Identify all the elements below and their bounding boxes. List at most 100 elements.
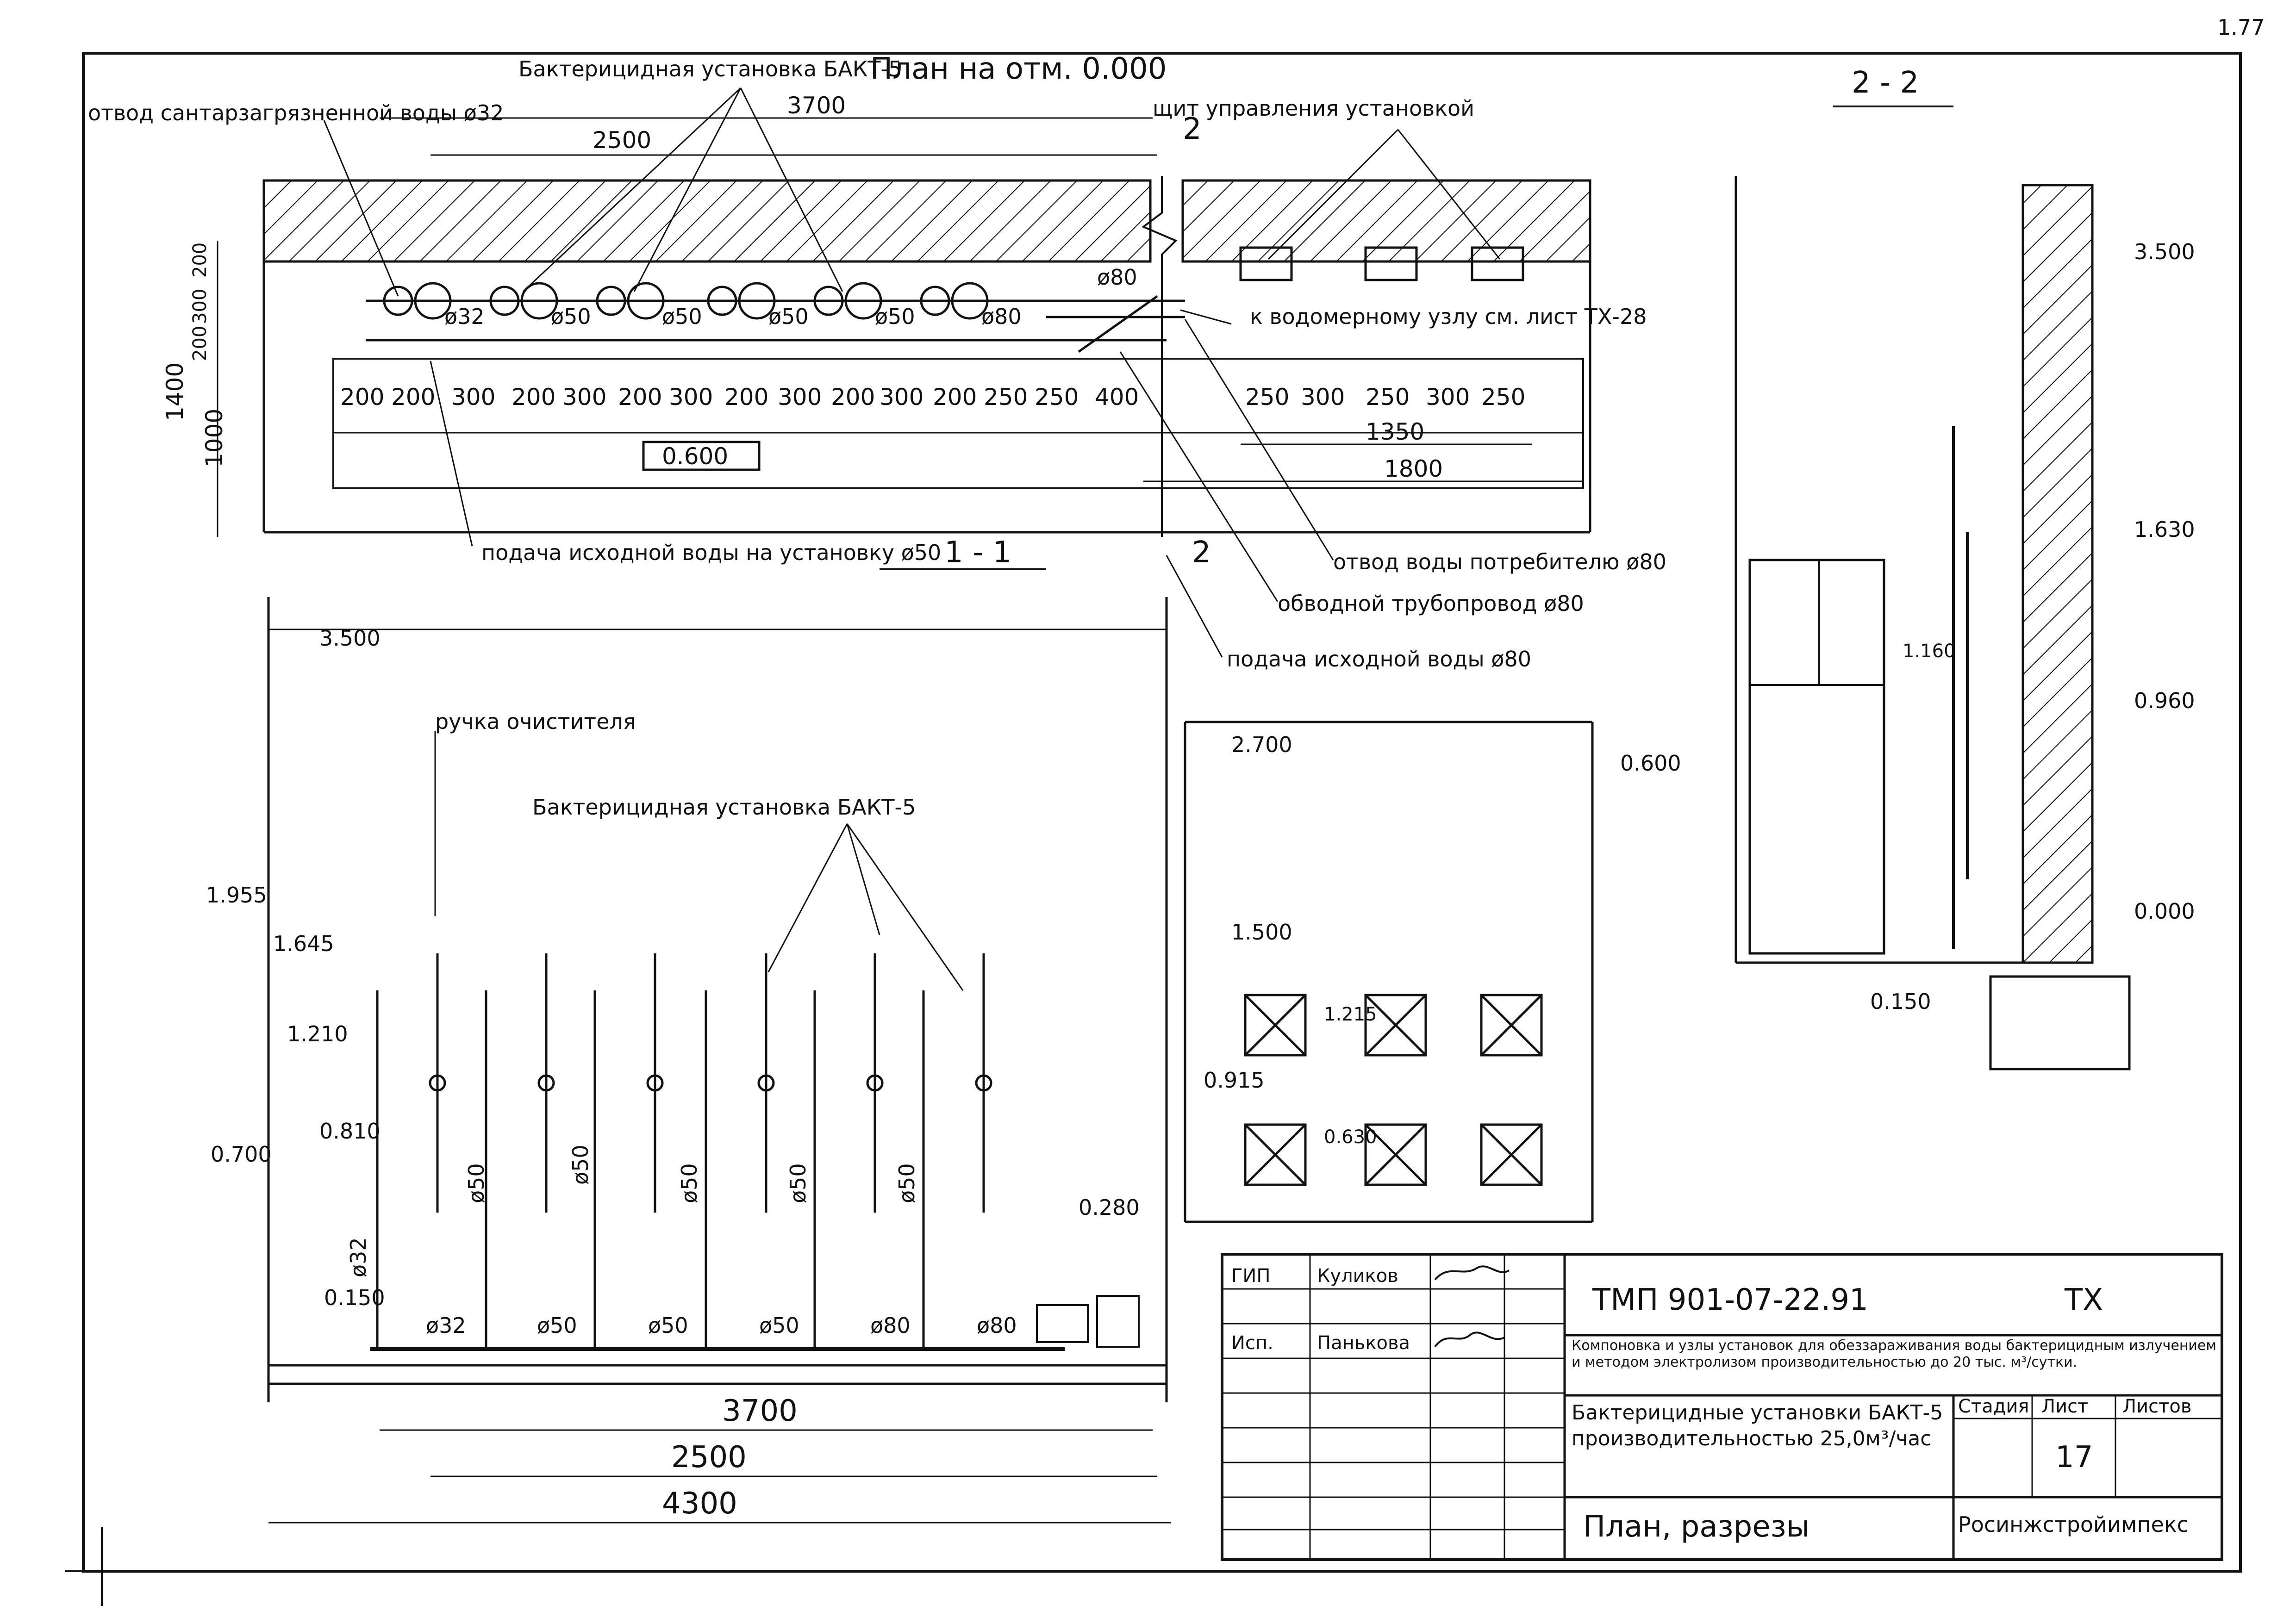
title-block-frame	[1221, 1253, 2223, 1561]
plan-pipe-label: ø50	[875, 304, 915, 329]
plan-dim-chain-value: 300	[1301, 384, 1345, 411]
leader-meter	[1180, 309, 1232, 325]
section-2-title: 2 - 2	[1852, 66, 1919, 100]
plan-dim-chain-value: 200	[340, 384, 384, 411]
leader-panel-2	[1397, 129, 1501, 260]
section1-pipe-vertical: ø50	[677, 1163, 702, 1203]
leader-panel-1	[1267, 129, 1399, 260]
plan-dim-chain-value: 250	[984, 384, 1028, 411]
section1-elevation: 3.500	[319, 626, 381, 651]
section1-pipe-vertical: ø50	[568, 1145, 593, 1185]
tb-code: ТМП 901-07-22.91	[1592, 1283, 1868, 1317]
section1-pipe-bottom: ø80	[977, 1313, 1017, 1338]
plan-pipe-label: ø50	[551, 304, 591, 329]
tb-subject: Бактерицидные установки БАКТ-5 производи…	[1572, 1401, 1943, 1450]
control-panel-1	[1239, 246, 1293, 281]
plan-dim-chain-value: 300	[669, 384, 713, 411]
section1-pipe-vertical: ø50	[786, 1163, 811, 1203]
plan-dim-chain-value: 200	[391, 384, 435, 411]
section1-pipe-bottom: ø50	[759, 1313, 799, 1338]
plan-dim-chain-value: 300	[880, 384, 923, 411]
plan-view: План на отм. 0.000	[88, 52, 1666, 672]
plan-pipe-label: ø50	[768, 304, 809, 329]
section1-elevation: 1.210	[287, 1021, 348, 1046]
leader-unit-section-3	[846, 823, 964, 991]
leader-bypass	[1119, 351, 1279, 602]
label-unit-section: Бактерицидная установка БАКТ-5	[532, 795, 916, 820]
tb-organization: Росинжстройимпекс	[1958, 1512, 2189, 1537]
plan-unit-modules	[383, 282, 989, 320]
wall-elevation: 2.700	[1231, 732, 1292, 757]
leader-unit-1	[633, 87, 742, 292]
section-1-view: ручка очистителя Бактерицидная установка…	[206, 597, 1171, 1524]
plan-dim-chain-value: 200	[831, 384, 875, 411]
title-block: ГИП Исп. Куликов Панькова ТМП 901-07-22.…	[1221, 1253, 2223, 1561]
section1-pipe-vertical: ø50	[464, 1163, 489, 1203]
section1-dim-2500: 2500	[671, 1440, 747, 1475]
plan-title: План на отм. 0.000	[870, 52, 1167, 86]
plan-dim-chain-value: 300	[1426, 384, 1470, 411]
section2-elevation: 1.160	[1903, 641, 1956, 662]
sheet-frame	[82, 52, 2242, 1573]
plan-wall-right	[1181, 179, 1591, 263]
tb-sheet-number: 17	[2055, 1440, 2093, 1475]
plan-dim-chain-value: 400	[1095, 384, 1139, 411]
plan-dim-left-value: 200	[189, 243, 211, 278]
plan-dim-chain-value: 300	[562, 384, 606, 411]
plan-dim-2500: 2500	[593, 127, 651, 154]
plan-platform	[332, 358, 1584, 489]
section1-dim-3700: 3700	[722, 1394, 798, 1428]
tb-role: ГИП	[1231, 1265, 1270, 1287]
section1-elevation: 1.645	[273, 931, 334, 956]
leader-unit-3	[522, 87, 742, 292]
tb-col-stage: Стадия	[1958, 1396, 2029, 1417]
leader-consumer	[1184, 319, 1334, 560]
corner-number: 1.77	[2217, 15, 2265, 40]
plan-dim-chain-value: 250	[1245, 384, 1289, 411]
label-meter: к водомерному узлу см. лист ТХ-28	[1250, 304, 1647, 329]
section1-units	[376, 953, 992, 1349]
section1-floor	[267, 1364, 1168, 1385]
cut-marker-bottom: 2	[1192, 535, 1211, 570]
control-panel-3	[1471, 246, 1524, 281]
plan-pipe-label: ø50	[662, 304, 702, 329]
section1-elevation: 0.700	[211, 1142, 272, 1167]
section2-elevation: 1.630	[2134, 517, 2195, 542]
label-drain: отвод сантарзагрязненной воды ø32	[88, 100, 504, 125]
tb-name: Панькова	[1317, 1332, 1410, 1354]
plan-dim-left-value: 1000	[201, 409, 228, 467]
wall-elevation: 0.915	[1204, 1068, 1265, 1093]
wall-view: 2.700 1.500 1.215 0.915 0.630 0.600	[1184, 721, 1681, 1223]
plan-dim-chain-left: 200 200 300 200 300 200 300 200 300 200 …	[340, 384, 1139, 411]
leader-unit-section-1	[767, 823, 848, 972]
plan-elevation-box-value: 0.600	[662, 443, 728, 470]
wall-elevation: 1.500	[1231, 920, 1292, 945]
tb-name: Куликов	[1317, 1265, 1398, 1287]
label-consumer: отвод воды потребителю ø80	[1333, 549, 1666, 574]
section1-elevation: 0.810	[319, 1119, 381, 1144]
section2-elevation: 0.000	[2134, 899, 2195, 924]
section1-pipe-vertical: ø32	[346, 1237, 371, 1277]
plan-dim-chain-right: 250 300 250 300 250	[1245, 384, 1525, 411]
section1-valves	[1036, 1295, 1140, 1348]
plan-dim-chain-value: 200	[933, 384, 977, 411]
plan-dim-chain-value: 250	[1481, 384, 1525, 411]
cut-marker-top: 2	[1183, 112, 1202, 146]
wall-view-panels	[1244, 994, 1543, 1186]
section2-elevation: 0.960	[2134, 688, 2195, 713]
section1-elevation: 0.150	[324, 1285, 385, 1310]
plan-dim-chain-value: 300	[451, 384, 495, 411]
plan-dim-1350: 1350	[1366, 418, 1424, 445]
wall-elevation: 1.215	[1324, 1004, 1377, 1025]
label-supply-main: подача исходной воды ø80	[1227, 647, 1531, 672]
label-unit-plan: Бактерицидная установка БАКТ-5	[518, 56, 902, 81]
label-handle: ручка очистителя	[435, 709, 636, 734]
plan-elevation-box	[642, 441, 761, 471]
tb-subject-box: Бактерицидные установки БАКТ-5 производи…	[1572, 1401, 1943, 1450]
section1-pipe-bottom: ø50	[537, 1313, 577, 1338]
label-bypass: обводной трубопровод ø80	[1278, 591, 1584, 616]
plan-dim-chain-value: 200	[724, 384, 768, 411]
plan-dim-chain-value: 250	[1366, 384, 1410, 411]
section2-foundation	[1989, 975, 2131, 1070]
wall-elevation: 0.630	[1324, 1126, 1377, 1148]
